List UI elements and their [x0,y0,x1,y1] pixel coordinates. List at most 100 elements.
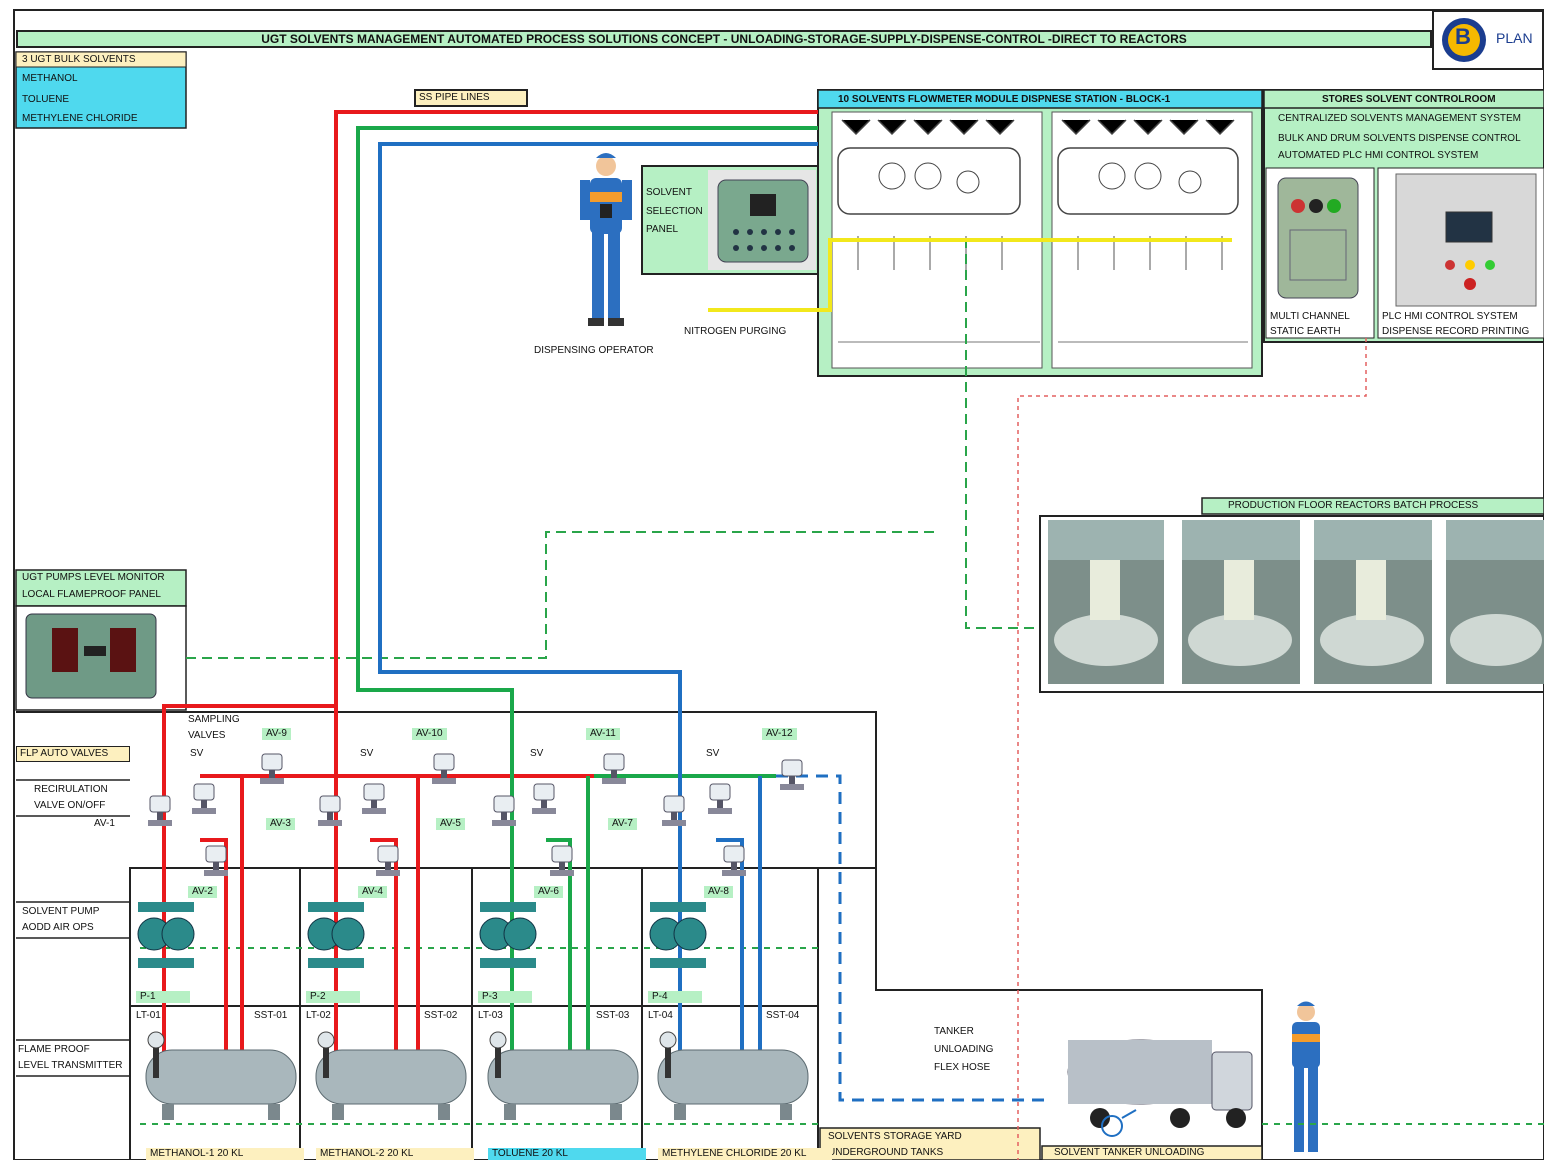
flp-valves-label: FLP AUTO VALVES [16,746,130,762]
sampling-valve-label-4: SV [706,748,720,759]
plc-label-1: PLC HMI CONTROL SYSTEM [1382,311,1518,322]
tanker-hose-label-3: FLEX HOSE [934,1062,991,1073]
unloading-operator-icon [1292,1001,1320,1152]
level-transmitter-icon-4 [659,1031,677,1078]
recirculation-label-1: RECIRULATION [34,784,108,795]
controlroom-line-1: CENTRALIZED SOLVENTS MANAGEMENT SYSTEM [1278,113,1522,124]
bulk-item-toluene: TOLUENE [22,94,70,105]
valve-tag-av-4: AV-4 [358,886,387,898]
sampling-valve-icon-2 [362,783,386,814]
tank-dividers [130,867,876,1160]
pump-label-1: SOLVENT PUMP [22,906,100,917]
plc-label-2: DISPENSE RECORD PRINTING [1382,326,1530,337]
pump-icon-4 [649,902,707,968]
tank-body-1 [145,1049,297,1105]
sampling-valve-icon-4 [708,783,732,814]
valve-icon-av-6 [432,753,456,784]
equipment-layer [137,753,809,1120]
pump-icon-2 [307,902,365,968]
side-label-dividers [16,779,130,1077]
methanol-pipe-lines [162,110,818,1100]
tank-leg-2b [438,1104,450,1120]
pump-tag-p-3: P-3 [478,991,532,1003]
tank-leg-1b [268,1104,280,1120]
earth-label-1: MULTI CHANNEL [1270,311,1350,322]
dispense-station-title: 10 SOLVENTS FLOWMETER MODULE DISPNESE ST… [838,94,1171,105]
selection-panel-label-3: PANEL [646,224,679,235]
sampling-valve-icon-3 [532,783,556,814]
tank-body-2 [315,1049,467,1105]
operator-label: DISPENSING OPERATOR [534,345,654,356]
logo-text: PLAN [1496,30,1533,46]
nitrogen-purging-line [708,238,1232,312]
reactor-photo-1 [1048,520,1164,684]
valve-tag-av-12: AV-12 [762,728,797,740]
tanker-unloading-box [1041,1145,1263,1160]
selection-panel-label-2: SELECTION [646,206,703,217]
toluene-pipe-lines [356,126,818,1100]
level-tag-lt-03: LT-03 [478,1010,503,1021]
bulk-solvents-header-text: 3 UGT BULK SOLVENTS [22,54,136,65]
selection-panel-label-1: SOLVENT [646,187,692,198]
level-tag-lt-01: LT-01 [136,1010,161,1021]
pump-monitor-panel-icon [25,613,157,699]
production-floor-title: PRODUCTION FLOOR REACTORS BATCH PROCESS [1228,500,1479,511]
valve-icon-av-9 [602,753,626,784]
tank-name-2: METHANOL-2 20 KL [316,1148,474,1160]
valve-tag-av-7: AV-7 [608,818,637,830]
sampling-label-2: VALVES [188,730,226,741]
reactor-photo-3 [1314,520,1432,684]
valve-icon-av-12 [780,759,804,790]
valve-tag-av-10: AV-10 [412,728,447,740]
dispense-station-header [817,89,1263,109]
level-tag-lt-04: LT-04 [648,1010,673,1021]
bulk-solvents-header [15,51,187,68]
level-label-1: FLAME PROOF [18,1044,90,1055]
valve-icon-av-3 [260,753,284,784]
static-earth-unit-icon [1277,177,1359,299]
pump-tag-p-1: P-1 [136,991,190,1003]
pipe-lines-label: SS PIPE LINES [414,89,528,107]
tanker-hose-line [776,774,1050,1102]
bulk-item-methanol: METHANOL [22,73,78,84]
tank-tag-sst-02: SST-02 [424,1010,458,1021]
valve-icon-av-1 [148,795,172,826]
production-floor-header [1201,497,1544,515]
pump-icon-3 [479,902,537,968]
level-tag-lt-02: LT-02 [306,1010,331,1021]
sampling-valve-label-1: SV [190,748,204,759]
level-transmitter-icon-1 [147,1031,165,1078]
valve-tag-av-6: AV-6 [534,886,563,898]
tank-name-4: METHYLENE CHLORIDE 20 KL [658,1148,832,1160]
flex-hose-icon [1101,1109,1137,1137]
tanker-hose-label-2: UNLOADING [934,1044,994,1055]
sampling-label-1: SAMPLING [188,714,240,725]
storage-yard-box [819,1127,1041,1160]
nitrogen-label: NITROGEN PURGING [684,326,787,337]
tank-leg-3a [504,1104,516,1120]
bulk-item-methylene-chloride: METHYLENE CHLORIDE [22,113,138,124]
controlroom-title: STORES SOLVENT CONTROLROOM [1322,94,1496,105]
plc-hmi-cabinet-icon [1395,173,1537,307]
tank-tag-sst-04: SST-04 [766,1010,800,1021]
valve-tag-av-11: AV-11 [586,728,620,740]
tank-tag-sst-03: SST-03 [596,1010,630,1021]
valve-tag-av-3: AV-3 [266,818,295,830]
earth-label-2: STATIC EARTH [1270,326,1341,337]
valve-tag-av-8: AV-8 [704,886,733,898]
dispensing-operator-icon [580,153,632,326]
valve-tag-av-1: AV-1 [94,818,115,829]
pump-tag-p-4: P-4 [648,991,702,1003]
level-transmitter-icon-3 [489,1031,507,1078]
valve-icon-av-2 [204,845,228,876]
mdc-pipe-lines [378,142,818,1100]
tank-leg-4b [780,1104,792,1120]
sampling-valve-label-2: SV [360,748,374,759]
valve-tag-av-9: AV-9 [262,728,291,740]
valve-icon-av-11 [722,845,746,876]
storage-yard-label-2: UNDERGROUND TANKS [828,1147,944,1158]
tank-leg-3b [610,1104,622,1120]
reactor-photo-2 [1182,520,1300,684]
storage-yard-label-1: SOLVENTS STORAGE YARD [828,1131,962,1142]
